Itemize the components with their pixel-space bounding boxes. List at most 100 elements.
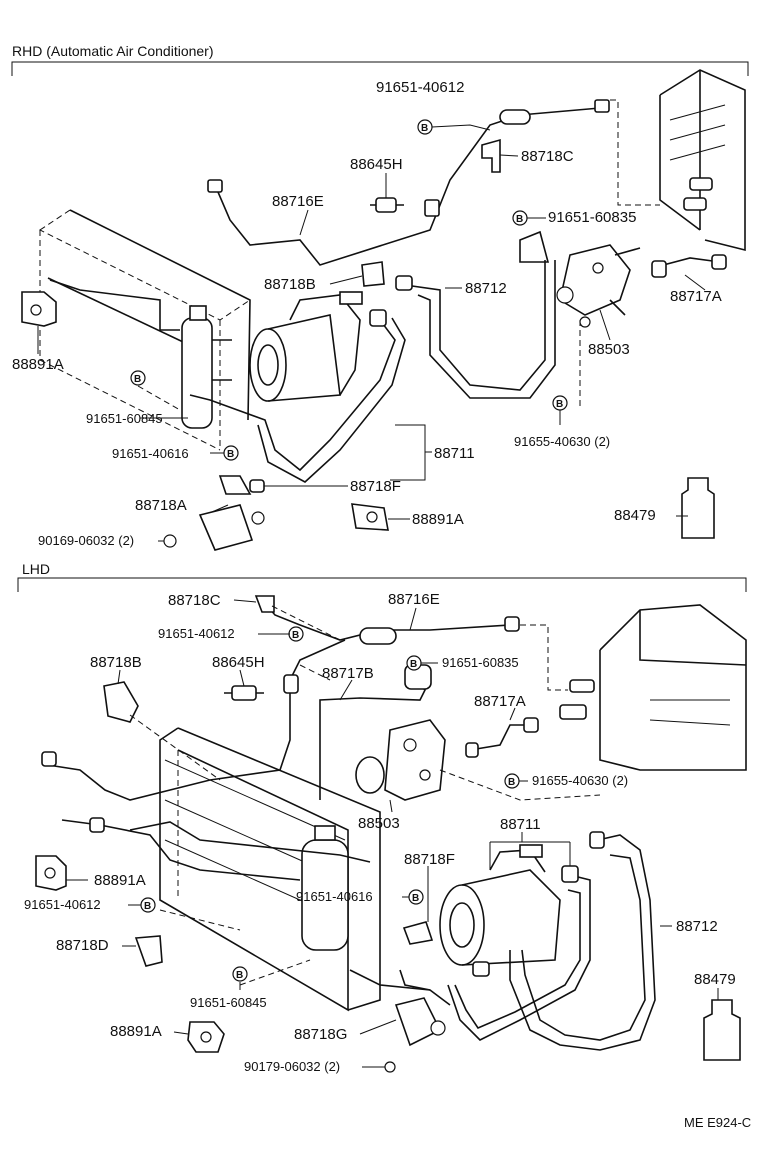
- rhd-condenser: [39, 209, 251, 451]
- lhd-section-bracket: [17, 577, 747, 592]
- lhd-label-91651-40612-mid: 91651-40612: [24, 897, 101, 912]
- lhd-pressure-switch-88645H: [224, 685, 264, 701]
- lhd-label-88645H: 88645H: [212, 654, 265, 671]
- rhd-label-88718F: 88718F: [350, 478, 401, 495]
- lhd-label-91651-60835: 91651-60835: [442, 655, 519, 670]
- svg-text:B: B: [134, 374, 141, 385]
- rhd-label-88717A: 88717A: [670, 288, 722, 305]
- rhd-bolt-91651-40612: B: [417, 119, 433, 135]
- lhd-receiver: [301, 825, 349, 951]
- rhd-compressor: [249, 291, 363, 402]
- rhd-receiver: [181, 305, 232, 429]
- rhd-label-91651-40616: 91651-40616: [112, 446, 189, 461]
- svg-text:B: B: [144, 901, 151, 912]
- lhd-label-88716E: 88716E: [388, 591, 440, 608]
- lhd-label-88503: 88503: [358, 815, 400, 832]
- rhd-label-91655-40630: 91655-40630 (2): [514, 434, 610, 449]
- lhd-oil-bottle-88479: [703, 999, 741, 1061]
- lhd-bracket-88718B: [103, 681, 139, 723]
- lhd-compressor: [439, 844, 561, 966]
- lhd-label-88712: 88712: [676, 918, 718, 935]
- lhd-label-91651-60845: 91651-60845: [190, 995, 267, 1010]
- rhd-bracket-88718B: [361, 261, 385, 287]
- lhd-label-88718C: 88718C: [168, 592, 221, 609]
- lhd-nut-90179-06032: [384, 1061, 396, 1073]
- rhd-hose-88711: [189, 319, 396, 472]
- lhd-label-88891A-mid: 88891A: [94, 872, 146, 889]
- lhd-label-88718D: 88718D: [56, 937, 109, 954]
- lhd-clamp-88718C: [254, 595, 275, 613]
- rhd-bolt-91651-60845: B: [130, 370, 146, 386]
- svg-text:B: B: [508, 777, 515, 788]
- rhd-cushion-88891A-left: [21, 291, 57, 327]
- svg-text:B: B: [410, 659, 417, 670]
- lhd-label-88717B: 88717B: [322, 665, 374, 682]
- lhd-label-88717A: 88717A: [474, 693, 526, 710]
- rhd-section: RHD (Automatic Air Conditioner): [11, 43, 749, 551]
- rhd-label-88891A-bottom: 88891A: [412, 511, 464, 528]
- lhd-label-88718G: 88718G: [294, 1026, 347, 1043]
- lhd-section-title: LHD: [22, 561, 50, 577]
- rhd-bolt-91655-40630: B: [552, 395, 568, 411]
- rhd-section-title: RHD (Automatic Air Conditioner): [12, 43, 214, 59]
- lhd-bolt-91651-60835: B: [406, 655, 422, 671]
- rhd-nut-90169-06032: [163, 534, 177, 548]
- svg-text:B: B: [412, 893, 419, 904]
- rhd-label-90169-06032: 90169-06032 (2): [38, 533, 134, 548]
- lhd-bracket-88718D: [134, 935, 163, 967]
- lhd-label-88718B: 88718B: [90, 654, 142, 671]
- lhd-bolt-91651-60845: B: [232, 966, 248, 982]
- svg-text:B: B: [556, 399, 563, 410]
- rhd-expansion-valve: [556, 244, 641, 328]
- lhd-bracket-88718F: [402, 921, 434, 945]
- lhd-cushion-88891A-bottom: [187, 1021, 225, 1053]
- rhd-hose-88712: [404, 260, 546, 391]
- rhd-label-88711: 88711: [434, 445, 475, 462]
- lhd-expansion-valve: [355, 719, 446, 801]
- rhd-label-88712: 88712: [465, 280, 507, 297]
- lhd-hose-88711: [447, 874, 591, 1041]
- rhd-label-88718A: 88718A: [135, 497, 187, 514]
- lhd-hose-88716E: [261, 599, 511, 641]
- svg-text:B: B: [292, 630, 299, 641]
- lhd-label-88718F: 88718F: [404, 851, 455, 868]
- lhd-cushion-88891A-mid: [35, 855, 67, 891]
- svg-text:B: B: [421, 123, 428, 134]
- lhd-bolt-91655-40630: B: [504, 773, 520, 789]
- rhd-label-91651-60845: 91651-60845: [86, 411, 163, 426]
- rhd-bolt-91651-40616: B: [223, 445, 239, 461]
- lhd-label-91651-40616: 91651-40616: [296, 889, 373, 904]
- rhd-oil-bottle-88479: [681, 477, 715, 539]
- rhd-label-91651-60835: 91651-60835: [548, 209, 636, 226]
- rhd-bracket-88718A: [198, 504, 265, 551]
- rhd-label-91651-40612: 91651-40612: [376, 79, 464, 96]
- rhd-pressure-switch-88645H: [370, 197, 404, 213]
- lhd-label-88479: 88479: [694, 971, 736, 988]
- rhd-bolt-91651-60835: B: [512, 210, 528, 226]
- rhd-evaporator-unit: [659, 69, 746, 252]
- lhd-pipe-88717A: [469, 724, 530, 751]
- lhd-section: LHD: [17, 561, 747, 1074]
- rhd-label-88716E: 88716E: [272, 193, 324, 210]
- rhd-label-88479: 88479: [614, 507, 656, 524]
- svg-text:B: B: [516, 214, 523, 225]
- lhd-label-91655-40630: 91655-40630 (2): [532, 773, 628, 788]
- rhd-label-88718C: 88718C: [521, 148, 574, 165]
- rhd-label-88891A-left: 88891A: [12, 356, 64, 373]
- lhd-bolt-91651-40612-mid: B: [140, 897, 156, 913]
- lhd-evaporator-unit: [559, 604, 747, 771]
- rhd-cushion-88891A-bottom: [351, 503, 389, 531]
- lhd-bolt-91651-40616: B: [408, 889, 424, 905]
- rhd-bracket-88718F: [218, 475, 265, 495]
- lhd-label-88891A-bottom: 88891A: [110, 1023, 162, 1040]
- lhd-label-90179-06032: 90179-06032 (2): [244, 1059, 340, 1074]
- rhd-label-88645H: 88645H: [350, 156, 403, 173]
- rhd-label-88718B: 88718B: [264, 276, 316, 293]
- rhd-pipe-condenser: [49, 279, 180, 331]
- rhd-label-88503: 88503: [588, 341, 630, 358]
- svg-text:B: B: [227, 449, 234, 460]
- lhd-label-91651-40612-top: 91651-40612: [158, 626, 235, 641]
- lhd-bracket-88718G: [394, 997, 446, 1047]
- svg-text:B: B: [236, 970, 243, 981]
